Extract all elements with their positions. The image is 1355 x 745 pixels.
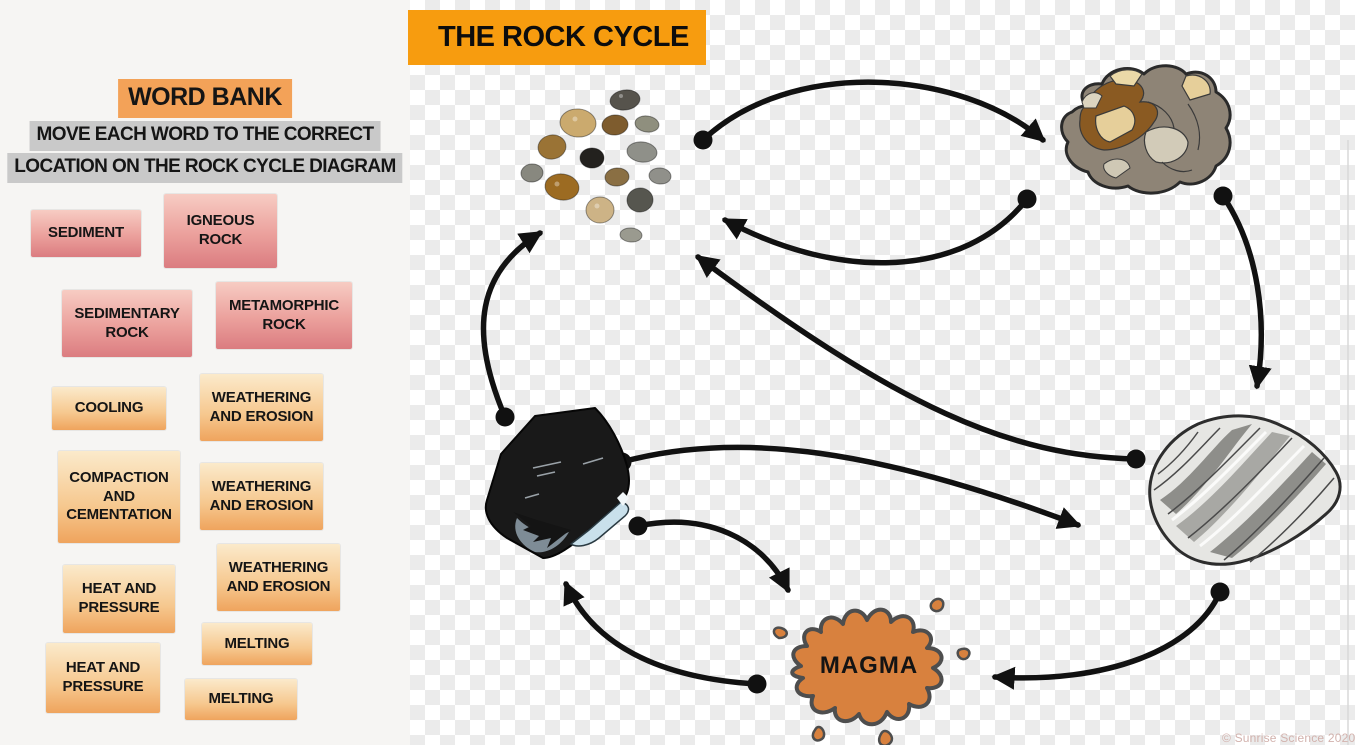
word-bank-panel: WORD BANK MOVE EACH WORD TO THE CORRECT … [0, 0, 410, 745]
word-tile-igneous-rock[interactable]: IGNEOUS ROCK [164, 194, 277, 268]
magma-label: MAGMA [820, 652, 918, 679]
arrow-igneous-to-sediment [480, 230, 543, 420]
arrow-igneous-to-magma [635, 519, 791, 594]
word-bank-title: WORD BANK [118, 79, 292, 118]
arrow-metamorphic-to-sediment [695, 254, 1139, 462]
arrow-sedimentary-rock-to-sediment [721, 196, 1030, 266]
diagram-title-banner: THE ROCK CYCLE [408, 10, 706, 65]
word-tile-sediment[interactable]: SEDIMENT [31, 210, 141, 257]
arrow-start-dots [495, 130, 1233, 694]
sediment-image [520, 89, 672, 243]
igneous-rock-image [484, 407, 630, 559]
diagram-title: THE ROCK CYCLE [438, 21, 689, 53]
slide-edge [1347, 140, 1349, 745]
word-tile-weathering-erosion-2[interactable]: WEATHERING AND EROSION [200, 463, 323, 530]
metamorphic-rock-image [1148, 414, 1342, 566]
word-bank-instructions-line2: LOCATION ON THE ROCK CYCLE DIAGRAM [7, 153, 403, 183]
rock-cycle-diagram: THE ROCK CYCLE [408, 0, 1355, 745]
arrow-metamorphic-to-magma [991, 589, 1223, 690]
watermark: © Sunrise Science 2020 [1222, 731, 1355, 745]
word-tile-melting-2[interactable]: MELTING [185, 679, 297, 720]
arrow-sediment-to-sedimentary-rock [700, 79, 1046, 143]
arrow-sedimentary-rock-to-metamorphic [1220, 193, 1272, 390]
word-bank-instructions-line1: MOVE EACH WORD TO THE CORRECT [29, 121, 381, 151]
sedimentary-rock-image [1060, 64, 1232, 195]
word-tile-sedimentary-rock[interactable]: SEDIMENTARY ROCK [62, 290, 192, 357]
word-tile-heat-pressure-1[interactable]: HEAT AND PRESSURE [63, 565, 175, 633]
word-tile-weathering-erosion-3[interactable]: WEATHERING AND EROSION [217, 544, 340, 611]
arrow-magma-to-igneous [563, 580, 760, 687]
word-tile-cooling[interactable]: COOLING [52, 387, 166, 430]
arrow-igneous-to-metamorphic [619, 444, 1082, 529]
word-tile-compaction-cementation[interactable]: COMPACTION AND CEMENTATION [58, 451, 180, 543]
magma-image: MAGMA [772, 597, 971, 745]
word-tile-weathering-erosion-1[interactable]: WEATHERING AND EROSION [200, 374, 323, 441]
word-tile-heat-pressure-2[interactable]: HEAT AND PRESSURE [46, 643, 160, 713]
word-tile-melting-1[interactable]: MELTING [202, 623, 312, 665]
word-tile-metamorphic-rock[interactable]: METAMORPHIC ROCK [216, 282, 352, 349]
